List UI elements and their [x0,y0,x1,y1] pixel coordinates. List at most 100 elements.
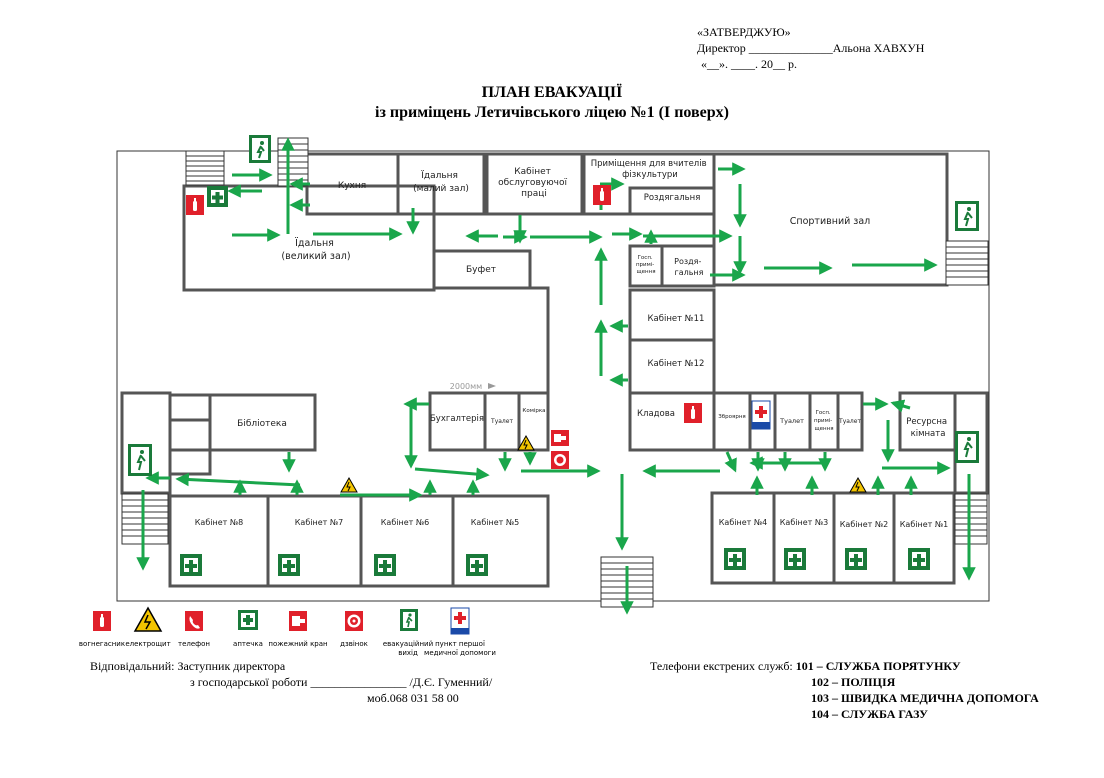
first-aid-icon [278,554,300,576]
room-cab3: Кабінет №3 [780,518,829,527]
room-cab8: Кабінет №8 [195,518,244,527]
room-utility-line1: Госп. [638,255,653,261]
arrow [724,451,737,473]
legend-label: пожежний кран [268,640,328,648]
room-utility-line3: щення [636,269,655,275]
first-aid-kits [180,186,930,576]
wall-buffet [432,249,532,290]
first-aid-icon [180,554,202,576]
wall-small1 [168,393,212,422]
first-aid-icon [784,548,806,570]
room-cab4: Кабінет №4 [719,518,768,527]
evacuation-arrows [136,137,976,615]
room-kitchen: Кухня [338,181,366,191]
approval-heading: «ЗАТВЕРДЖУЮ» [697,25,791,39]
room-utility2-line1: Госп. [816,410,831,416]
room-cab1: Кабінет №1 [900,520,949,529]
electric-hazard-icon [340,476,358,493]
plan-title-main: ПЛАН ЕВАКУАЦІЇ [481,84,623,101]
extinguisher-icon [186,195,204,215]
wall-small3 [168,448,212,476]
room-toilet3: Туалет [838,418,861,425]
room-buffet: Буфет [466,265,496,275]
evacuation-exit-icon [955,431,979,463]
wall-corridor-left [530,286,550,393]
fire-hydrant-icon [551,430,569,446]
legend-item-bell: дзвінок [332,606,376,648]
responsible-block: Відповідальний: Заступник директора з го… [90,658,492,706]
phones-intro: Телефони екстрених служб: [650,659,793,673]
room-gym: Спортивний зал [790,216,871,227]
legend-item-extinguisher: вогнегасник [79,606,125,648]
extinguisher-icon [93,611,111,631]
wall-small2 [168,418,212,452]
room-utility2-line2: примі- [814,418,832,424]
room-utility: Госп. примі- щення [636,255,656,275]
first-aid-icon [908,548,930,570]
extinguisher-icon [593,185,611,205]
alarm-bell-icon [551,451,569,469]
room-resource-line1: Ресурсна [906,417,947,427]
arrow [890,399,911,413]
wall-dining-small [396,152,486,216]
legend-label-line1: пункт першої [435,640,485,648]
room-pe-teacher-line2: фізкультури [622,170,678,180]
legend-item-phone: телефон [172,606,216,648]
room-pe-teacher-line1: Приміщення для вчителів [591,159,707,169]
room-dining-small-line2: (малий зал) [413,184,469,194]
room-dining-small-line1: Їдальня [421,170,458,181]
legend-label-line2: вихід [398,649,418,657]
first-aid-icon [207,186,228,207]
legend-item-first-aid: аптечка [226,606,270,648]
wall-library [208,393,317,452]
electric-hazard-icon [517,434,535,451]
stairs-nw [185,150,225,186]
plan-title-sub: із приміщень Летичівського ліцею №1 (І п… [375,104,729,121]
evacuation-exit-icon [249,135,271,163]
room-cab12: Кабінет №12 [648,359,705,369]
responsible-line1: Відповідальний: Заступник директора [90,659,286,673]
electric-hazard-icons [340,434,867,493]
evacuation-exit-icon [128,444,152,476]
room-utility2: Госп. примі- щення [814,410,834,432]
stairs-e [945,240,989,286]
phone-101: 101 – СЛУЖБА ПОРЯТУНКУ [795,659,961,673]
responsible-line2: з господарської роботи ________________ … [190,675,493,689]
extinguishers [186,185,702,423]
stairs-se-steps [955,499,987,537]
first-aid-icon [466,554,488,576]
evacuation-exit-icon [400,609,418,631]
wall-cab5 [451,494,550,588]
room-cab11: Кабінет №11 [648,314,705,324]
room-utility-line2: примі- [636,262,654,268]
wall-dining-big [182,184,436,292]
legend-label-line1: евакуаційний [382,640,434,648]
phone-102: 102 – ПОЛІЦІЯ [811,675,896,689]
arrow [414,467,490,481]
room-utility2-line3: щення [814,426,833,432]
responsible-phone: моб.068 031 58 00 [367,691,459,705]
legend-label: електрощит [125,640,171,648]
evacuation-exit-icon [955,201,979,231]
approval-director: Директор ______________Альона ХАВХУН [697,41,925,55]
legend-label: аптечка [233,640,263,648]
legend-label-line2: медичної допомоги [424,649,496,657]
stairs-nw-steps [186,155,224,182]
approval-date: «__». ____. 20__ р. [701,57,797,71]
room-dining-big-line1: Їдальня [295,238,334,249]
phones-row-101: Телефони екстрених служб: 101 – СЛУЖБА П… [650,658,1039,674]
stairs [121,137,989,608]
room-toilet1: Туалет [490,418,513,425]
legend-item-fire-hydrant: пожежний кран [268,606,328,648]
stairs-e-steps [946,246,988,278]
room-locker1: Роздягальня [644,193,701,203]
scale-arrow-icon [488,383,496,389]
electric-hazard-icon [133,606,163,632]
room-service-office-line3: праці [521,189,547,199]
stairs-w-steps [122,499,168,537]
room-armory: Зброярня [718,414,745,420]
first-aid-icon [238,610,258,630]
